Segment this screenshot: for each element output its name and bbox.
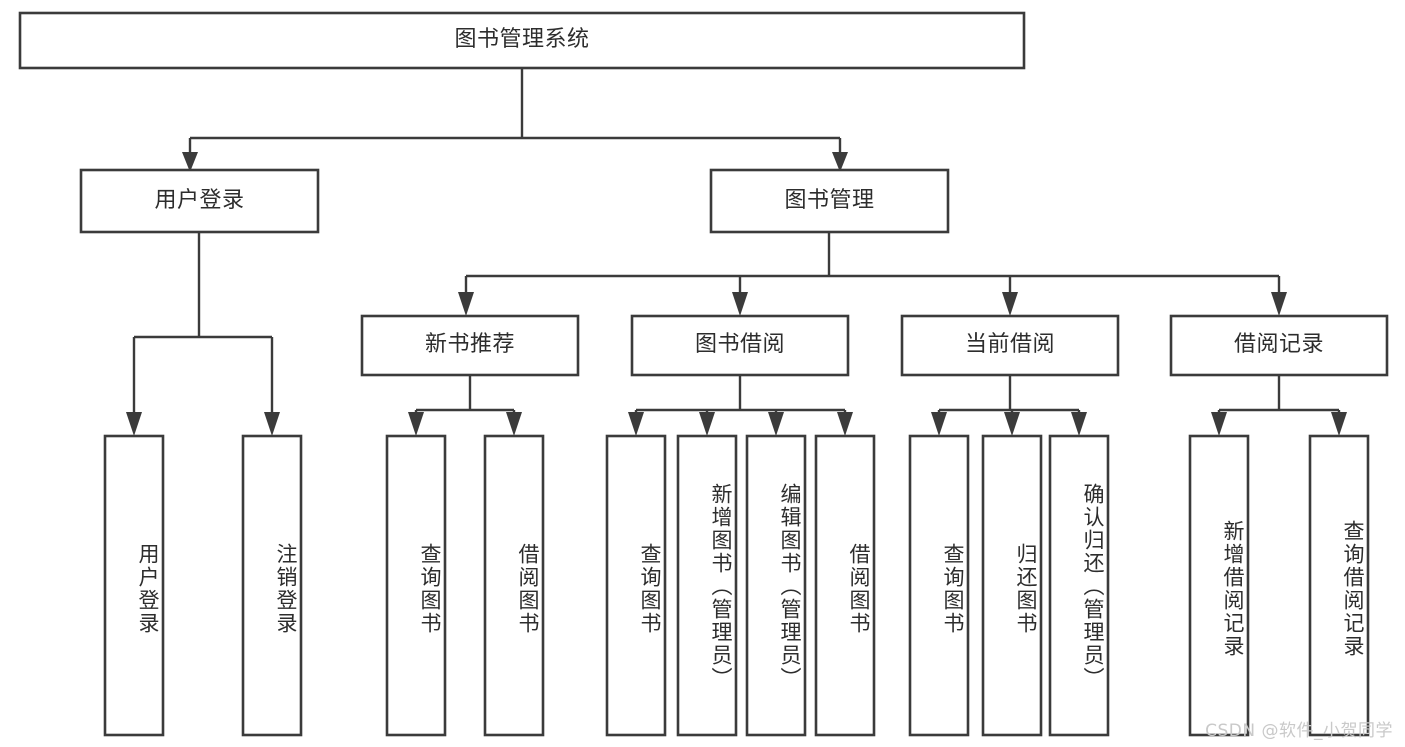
- leaf-edit-book-box[interactable]: [745, 434, 807, 737]
- node-user-login-box[interactable]: [79, 168, 320, 234]
- node-book-borrow-box[interactable]: [630, 314, 850, 377]
- connector-borrow-record-to-leaves: [1211, 375, 1347, 436]
- leaf-user-login-box[interactable]: [103, 434, 165, 737]
- leaf-borrow-book-2-box[interactable]: [814, 434, 876, 737]
- node-root-box[interactable]: [18, 11, 1026, 70]
- leaf-add-book-box[interactable]: [676, 434, 738, 737]
- connector-root-to-level2: [188, 68, 842, 158]
- leaf-logout-box[interactable]: [241, 434, 303, 737]
- node-book-manage-box[interactable]: [709, 168, 950, 234]
- leaf-return-book-box[interactable]: [981, 434, 1043, 737]
- connector-user-login-to-leaves: [126, 232, 280, 436]
- connector-new-book-recommend-to-leaves: [408, 375, 522, 436]
- leaf-query-book-2-box[interactable]: [605, 434, 667, 737]
- leaf-query-book-1-box[interactable]: [385, 434, 447, 737]
- leaf-query-record-box[interactable]: [1308, 434, 1370, 737]
- node-current-borrow-box[interactable]: [900, 314, 1120, 377]
- connector-current-borrow-to-leaves: [931, 375, 1087, 436]
- leaf-borrow-book-1-box[interactable]: [483, 434, 545, 737]
- node-new-book-recommend-box[interactable]: [360, 314, 580, 377]
- connector-book-borrow-to-leaves: [628, 375, 853, 436]
- leaf-add-record-box[interactable]: [1188, 434, 1250, 737]
- leaf-confirm-return-box[interactable]: [1048, 434, 1110, 737]
- node-borrow-record-box[interactable]: [1169, 314, 1389, 377]
- arrow-root-to-book-manage: [832, 152, 848, 172]
- arrow-root-to-user-login: [182, 152, 198, 172]
- leaf-query-book-3-box[interactable]: [908, 434, 970, 737]
- connector-book-manage-to-level3: [458, 232, 1287, 316]
